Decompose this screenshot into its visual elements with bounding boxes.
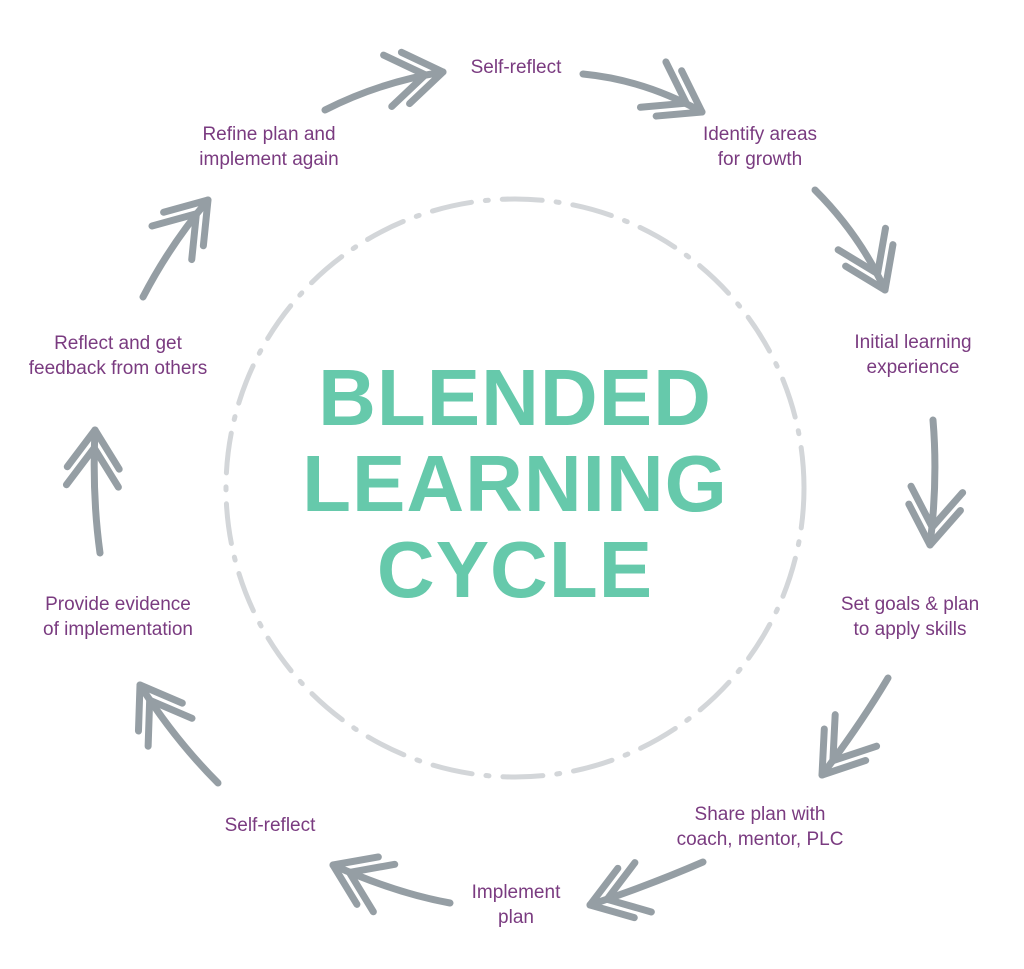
- step-set-goals: Set goals & plan to apply skills: [840, 594, 980, 640]
- cycle-arrow-icon-4: [818, 674, 892, 779]
- step-self-reflect-top: Self-reflect: [470, 57, 562, 78]
- cycle-arrow-icon-3: [905, 416, 967, 549]
- step-refine-plan: Refine plan and implement again: [199, 124, 339, 170]
- title-line-3: CYCLE: [376, 525, 654, 614]
- step-self-reflect-bottom: Self-reflect: [224, 815, 316, 836]
- diagram-title: BLENDED LEARNING CYCLE: [302, 355, 728, 613]
- cycle-arrow-icon-9: [139, 196, 212, 301]
- step-identify-areas: Identify areas for growth: [702, 124, 818, 170]
- cycle-arrow-icon-5: [586, 858, 707, 922]
- title-line-2: LEARNING: [302, 439, 728, 528]
- step-initial-learning: Initial learning experience: [854, 332, 972, 378]
- cycle-arrow-icon-6: [329, 853, 454, 916]
- title-line-1: BLENDED: [318, 353, 712, 442]
- step-implement-plan: Implement plan: [471, 882, 561, 928]
- cycle-arrow-icon-7: [134, 681, 222, 787]
- cycle-arrow-icon-8: [62, 426, 123, 557]
- cycle-arrow-icon-10: [321, 48, 447, 114]
- cycle-arrow-icon-2: [811, 186, 897, 294]
- center-dashed-ring: [223, 196, 807, 780]
- cycle-arrow-icon-1: [579, 58, 706, 120]
- step-reflect-feedback: Reflect and get feedback from others: [28, 333, 208, 379]
- step-provide-evidence: Provide evidence of implementation: [43, 594, 193, 640]
- step-share-plan: Share plan with coach, mentor, PLC: [676, 804, 844, 850]
